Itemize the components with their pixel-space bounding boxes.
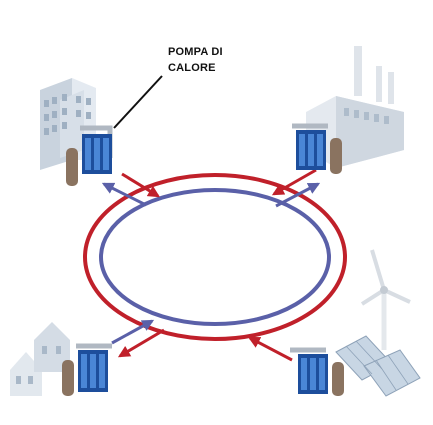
return-ring [99,188,331,326]
return-arrow-bottom-left [111,319,155,345]
wind-turbine-icon [360,249,411,350]
supply-arrow-top-right [271,168,317,196]
return-arrow-top-left [101,182,147,207]
solar-panel-icon [335,335,421,397]
heat-pump-icon [66,125,113,186]
supply-arrow-bottom-left [117,328,165,358]
heat-pump-icon [290,347,344,396]
callout-line-2: CALORE [168,62,216,74]
supply-ring [83,173,347,341]
heat-pump-callout-label: POMPA DI CALORE [168,44,223,76]
supply-arrow-bottom-right [247,336,293,362]
supply-arrow-top-left [121,172,161,198]
heat-pump-icon [62,343,112,396]
houses-icon [10,322,70,396]
callout-line-1: POMPA DI [168,46,223,58]
heat-pump-icon [292,123,342,174]
callout-leader-line [113,75,163,129]
return-arrow-top-right [275,182,321,208]
